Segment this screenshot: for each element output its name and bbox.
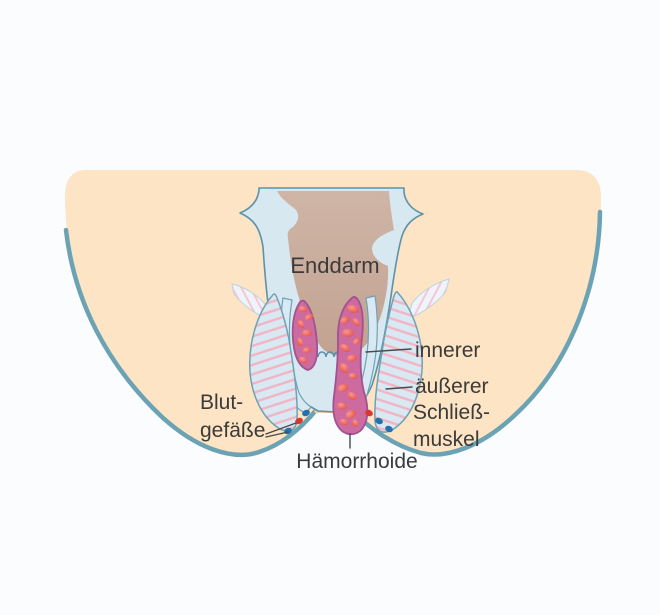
body-outline-left: [63, 227, 320, 458]
leader-inner-sphincter: [365, 348, 412, 353]
blood-vessels-right: [365, 409, 393, 433]
inner-sphincter-left: [291, 299, 319, 371]
hemorrhoid: [332, 296, 369, 436]
leader-vessels-lower: [265, 431, 289, 438]
blood-vessels-left: [284, 409, 310, 435]
leader-vessels-upper: [265, 422, 297, 435]
label-sphincter-word2: muskel: [413, 428, 480, 451]
label-inner-sphincter: innerer: [415, 339, 480, 362]
label-vessels-word2: gefäße: [200, 419, 265, 442]
label-hemorrhoid: Hämorrhoide: [296, 450, 417, 473]
label-outer-sphincter: äußerer: [415, 375, 489, 398]
leader-outer-sphincter: [385, 386, 413, 390]
label-rectum: Enddarm: [290, 253, 379, 278]
label-vessels-word1: Blut-: [200, 391, 243, 414]
label-sphincter-word1: Schließ-: [413, 401, 490, 424]
hemorrhoid-blood-blobs: [337, 304, 361, 427]
outer-sphincter-right: [374, 291, 423, 433]
body-outline-right: [352, 209, 603, 457]
